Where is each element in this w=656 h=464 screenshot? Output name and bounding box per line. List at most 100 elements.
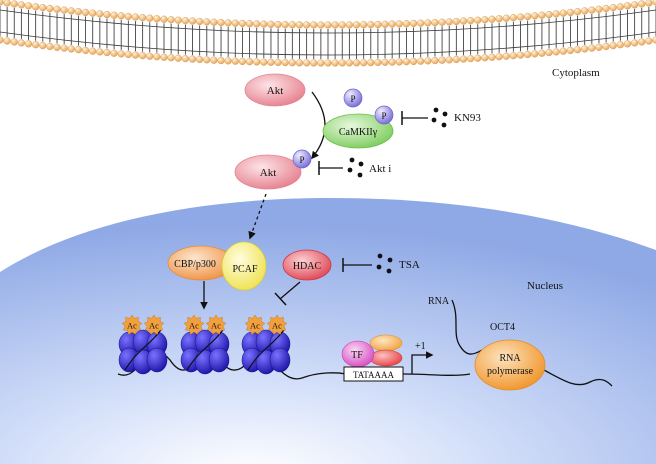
- membrane-head: [274, 20, 282, 29]
- rna-label: RNA: [428, 296, 450, 307]
- membrane-head: [153, 53, 161, 61]
- membrane-head: [388, 58, 396, 66]
- membrane-head: [203, 18, 211, 26]
- membrane-head: [452, 55, 460, 64]
- membrane-head: [331, 59, 339, 67]
- membrane-head: [360, 59, 368, 67]
- membrane-head: [245, 20, 254, 28]
- acetyl-label: Ac: [250, 321, 260, 331]
- membrane-head: [131, 13, 140, 21]
- membrane-head: [210, 18, 218, 26]
- kn93-label: KN93: [454, 112, 481, 124]
- tata-label: TATAAAA: [353, 370, 395, 380]
- membrane-head: [17, 1, 25, 9]
- membrane-head: [317, 21, 325, 29]
- membrane-head: [367, 59, 375, 67]
- membrane-head: [160, 15, 168, 23]
- membrane-head: [146, 14, 154, 22]
- membrane-head: [60, 44, 68, 52]
- membrane-head: [516, 13, 525, 21]
- membrane-head: [174, 54, 182, 62]
- membrane-head: [509, 52, 517, 60]
- membrane-head: [32, 3, 40, 11]
- membrane-head: [502, 14, 510, 22]
- membrane-head: [224, 19, 232, 27]
- membrane-head: [10, 0, 18, 8]
- membrane-head: [3, 37, 11, 45]
- membrane-head: [609, 4, 617, 12]
- tf-label: TF: [351, 350, 363, 361]
- membrane-head: [566, 46, 575, 55]
- membrane-head: [253, 58, 261, 66]
- akt-bottom-label: Akt: [260, 167, 277, 179]
- cytoplasm-label: Cytoplasm: [552, 67, 600, 79]
- membrane-head: [531, 12, 539, 20]
- membrane-head: [381, 20, 389, 28]
- membrane-head: [402, 20, 411, 28]
- membrane-head: [609, 42, 617, 50]
- nucleus-region: [0, 198, 656, 464]
- membrane-head: [467, 17, 475, 25]
- tsa-label: TSA: [399, 259, 420, 271]
- membrane-head: [281, 21, 289, 29]
- membrane-head: [367, 21, 375, 29]
- membrane-head: [545, 10, 553, 19]
- tsa-dots: [376, 253, 393, 274]
- membrane-head: [96, 48, 104, 56]
- membrane-head: [417, 57, 425, 65]
- rna-polymerase-label-2: polymerase: [487, 366, 534, 377]
- membrane-head: [438, 56, 446, 64]
- membrane-head: [374, 20, 382, 29]
- membrane-head: [238, 19, 247, 28]
- phospho-label: P: [381, 111, 386, 121]
- membrane-head: [160, 53, 168, 61]
- hdac-inhibit-line: [279, 281, 301, 300]
- membrane-head: [17, 39, 25, 47]
- membrane-head: [509, 14, 517, 22]
- membrane-head: [281, 59, 289, 67]
- membrane-head: [559, 9, 567, 17]
- membrane-head: [131, 51, 140, 59]
- membrane-head: [238, 57, 247, 66]
- membrane-head: [167, 54, 175, 62]
- membrane-head: [524, 12, 532, 21]
- membrane-head: [431, 18, 439, 27]
- nucleosome: [241, 329, 291, 375]
- membrane-head: [431, 56, 439, 65]
- membrane-head: [53, 5, 61, 13]
- acetyl-group: Ac: [143, 314, 165, 335]
- membrane-head: [438, 18, 446, 26]
- membrane-head: [139, 52, 147, 60]
- pcaf-label: PCAF: [232, 264, 257, 275]
- membrane-head: [303, 59, 311, 67]
- membrane-head: [324, 21, 332, 29]
- membrane-head: [96, 10, 104, 18]
- membrane-head: [196, 55, 204, 64]
- membrane-head: [174, 16, 182, 24]
- membrane-head: [488, 53, 496, 61]
- membrane-head: [588, 44, 596, 52]
- membrane-head: [10, 38, 18, 46]
- membrane-head: [196, 17, 204, 26]
- membrane-head: [409, 19, 418, 28]
- start-site-label: +1: [415, 341, 426, 352]
- membrane-head: [260, 58, 268, 66]
- membrane-head: [345, 59, 353, 67]
- membrane-head: [224, 57, 232, 65]
- membrane-head: [39, 42, 47, 50]
- phospho-p2: P: [374, 105, 394, 125]
- membrane-head: [60, 6, 68, 14]
- membrane-head: [103, 10, 111, 19]
- membrane-head: [467, 55, 475, 63]
- membrane-head: [231, 57, 239, 65]
- membrane-head: [303, 21, 311, 29]
- membrane-head: [538, 49, 546, 57]
- membrane-head: [24, 2, 33, 10]
- tata-box: [343, 366, 404, 382]
- membrane-head: [74, 8, 83, 16]
- membrane-head: [474, 54, 482, 62]
- acetyl-label: Ac: [127, 321, 137, 331]
- membrane-head: [89, 9, 97, 17]
